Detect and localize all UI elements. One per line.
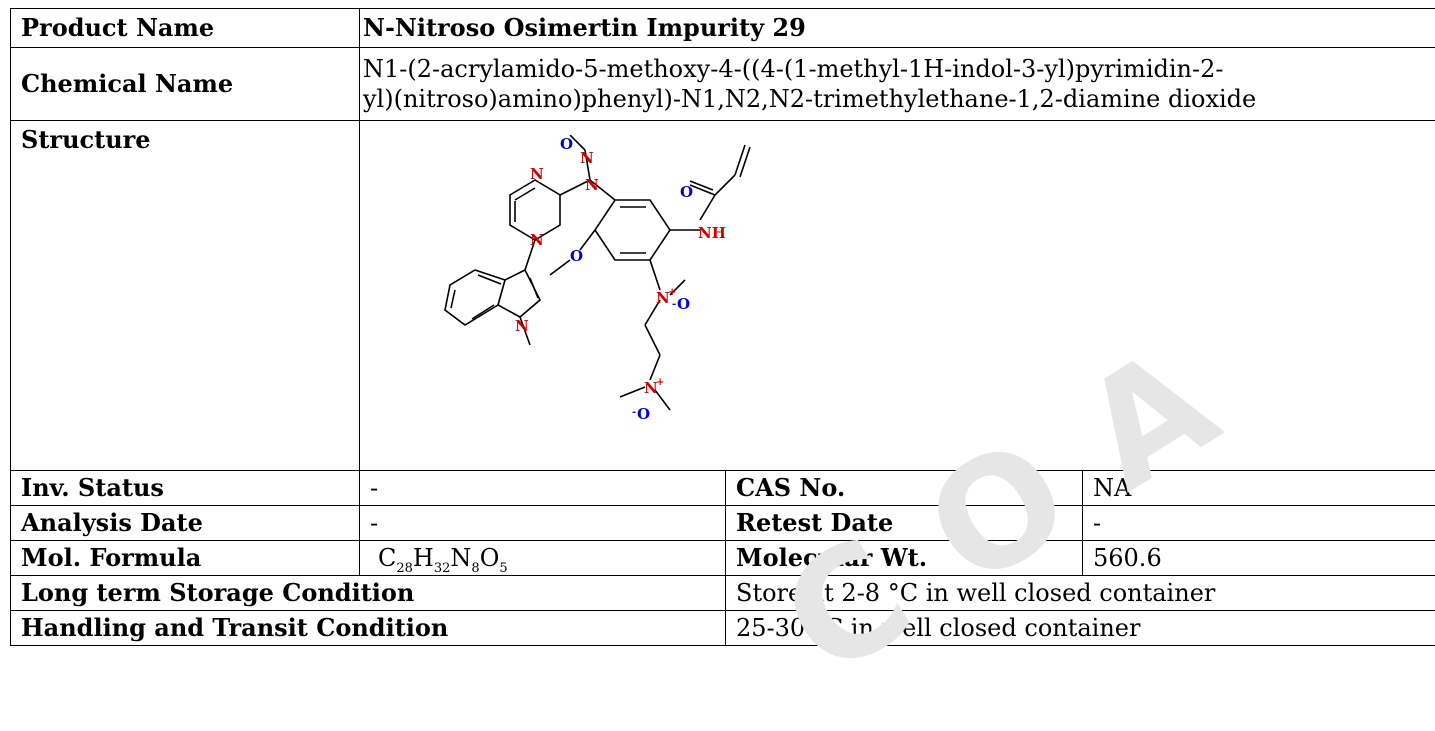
- chemical-name-value: N1-(2-acrylamido-5-methoxy-4-((4-(1-meth…: [358, 47, 1435, 121]
- product-name-label: Product Name: [10, 8, 360, 48]
- structure-label: Structure: [10, 120, 360, 471]
- methoxy-oxygen: O: [570, 247, 583, 265]
- formula-o-count: 5: [499, 560, 508, 576]
- amide-oxygen: O: [680, 183, 693, 201]
- formula-c: C: [378, 544, 397, 572]
- bonds: [444, 135, 751, 411]
- formula-n: N: [450, 544, 472, 572]
- indole-nitrogen: N: [515, 317, 529, 335]
- formula-c-count: 28: [396, 560, 413, 576]
- pyrimidine-n3: N: [530, 231, 544, 249]
- atom-labels: O N N N N O NH O N N + - O N +: [515, 135, 726, 423]
- analysis-date-label: Analysis Date: [10, 505, 360, 541]
- nitroso-nitrogen: N: [580, 149, 594, 167]
- analysis-date-value: -: [359, 505, 726, 541]
- mol-formula-label: Mol. Formula: [10, 540, 360, 576]
- structure-area: O N N N N O NH O N N + - O N +: [361, 123, 1435, 468]
- row-analysis-date: Analysis Date - Retest Date -: [10, 505, 1435, 541]
- formula-h: H: [412, 544, 434, 572]
- chemical-name-label: Chemical Name: [10, 47, 360, 121]
- cas-no-label: CAS No.: [725, 470, 1083, 506]
- coa-table: Product Name N-Nitroso Osimertin Impurit…: [10, 8, 1435, 646]
- storage-condition-value: Store at 2-8 °C in well closed container: [724, 575, 1435, 611]
- pyrimidine-n1: N: [530, 165, 544, 183]
- row-inv-status: Inv. Status - CAS No. NA: [10, 470, 1435, 506]
- row-chemical-name: Chemical Name N1-(2-acrylamido-5-methoxy…: [10, 47, 1435, 121]
- molecular-wt-label: Molecular Wt.: [725, 540, 1083, 576]
- chemical-name-line-1: N1-(2-acrylamido-5-methoxy-4-((4-(1-meth…: [363, 55, 1224, 83]
- product-name-value: N-Nitroso Osimertin Impurity 29: [358, 8, 1435, 48]
- oxide-oxygen-2: O: [637, 405, 650, 423]
- nitroso-oxygen: O: [560, 135, 573, 153]
- oxide-oxygen-1: O: [677, 295, 690, 313]
- handling-condition-value: 25-30 °C in well closed container: [724, 610, 1435, 646]
- row-product-name: Product Name N-Nitroso Osimertin Impurit…: [10, 8, 1435, 48]
- mol-formula-value: C28H32N8O5: [359, 540, 726, 576]
- retest-date-label: Retest Date: [725, 505, 1083, 541]
- molecular-wt-value: 560.6: [1081, 540, 1435, 576]
- row-handling-condition: Handling and Transit Condition 25-30 °C …: [10, 610, 1435, 646]
- inv-status-label: Inv. Status: [10, 470, 360, 506]
- row-mol-formula: Mol. Formula C28H32N8O5 Molecular Wt. 56…: [10, 540, 1435, 576]
- oxide-charge-2: -: [632, 407, 636, 418]
- row-storage-condition: Long term Storage Condition Store at 2-8…: [10, 575, 1435, 611]
- formula-n-count: 8: [471, 560, 480, 576]
- row-structure: Structure: [10, 120, 1435, 471]
- amine-nitrogen: N: [585, 176, 599, 194]
- n-oxide-charge-1: +: [668, 287, 676, 298]
- storage-condition-label: Long term Storage Condition: [10, 575, 726, 611]
- cas-no-value: NA: [1081, 470, 1435, 506]
- n-oxide-nitrogen-2: N: [644, 379, 658, 397]
- handling-condition-label: Handling and Transit Condition: [10, 610, 726, 646]
- formula-h-count: 32: [433, 560, 451, 576]
- inv-status-value: -: [359, 470, 726, 506]
- oxide-charge-1: -: [672, 299, 676, 310]
- amide-nh: NH: [698, 224, 726, 242]
- chemical-name-line-2: yl)(nitroso)amino)phenyl)-N1,N2,N2-trime…: [363, 85, 1257, 113]
- chemical-structure-image: O N N N N O NH O N N + - O N +: [444, 135, 751, 423]
- formula-o: O: [479, 544, 500, 572]
- structure-cell: O N N N N O NH O N N + - O N +: [358, 120, 1435, 471]
- n-oxide-charge-2: +: [656, 377, 664, 388]
- retest-date-value: -: [1081, 505, 1435, 541]
- n-oxide-nitrogen-1: N: [656, 289, 670, 307]
